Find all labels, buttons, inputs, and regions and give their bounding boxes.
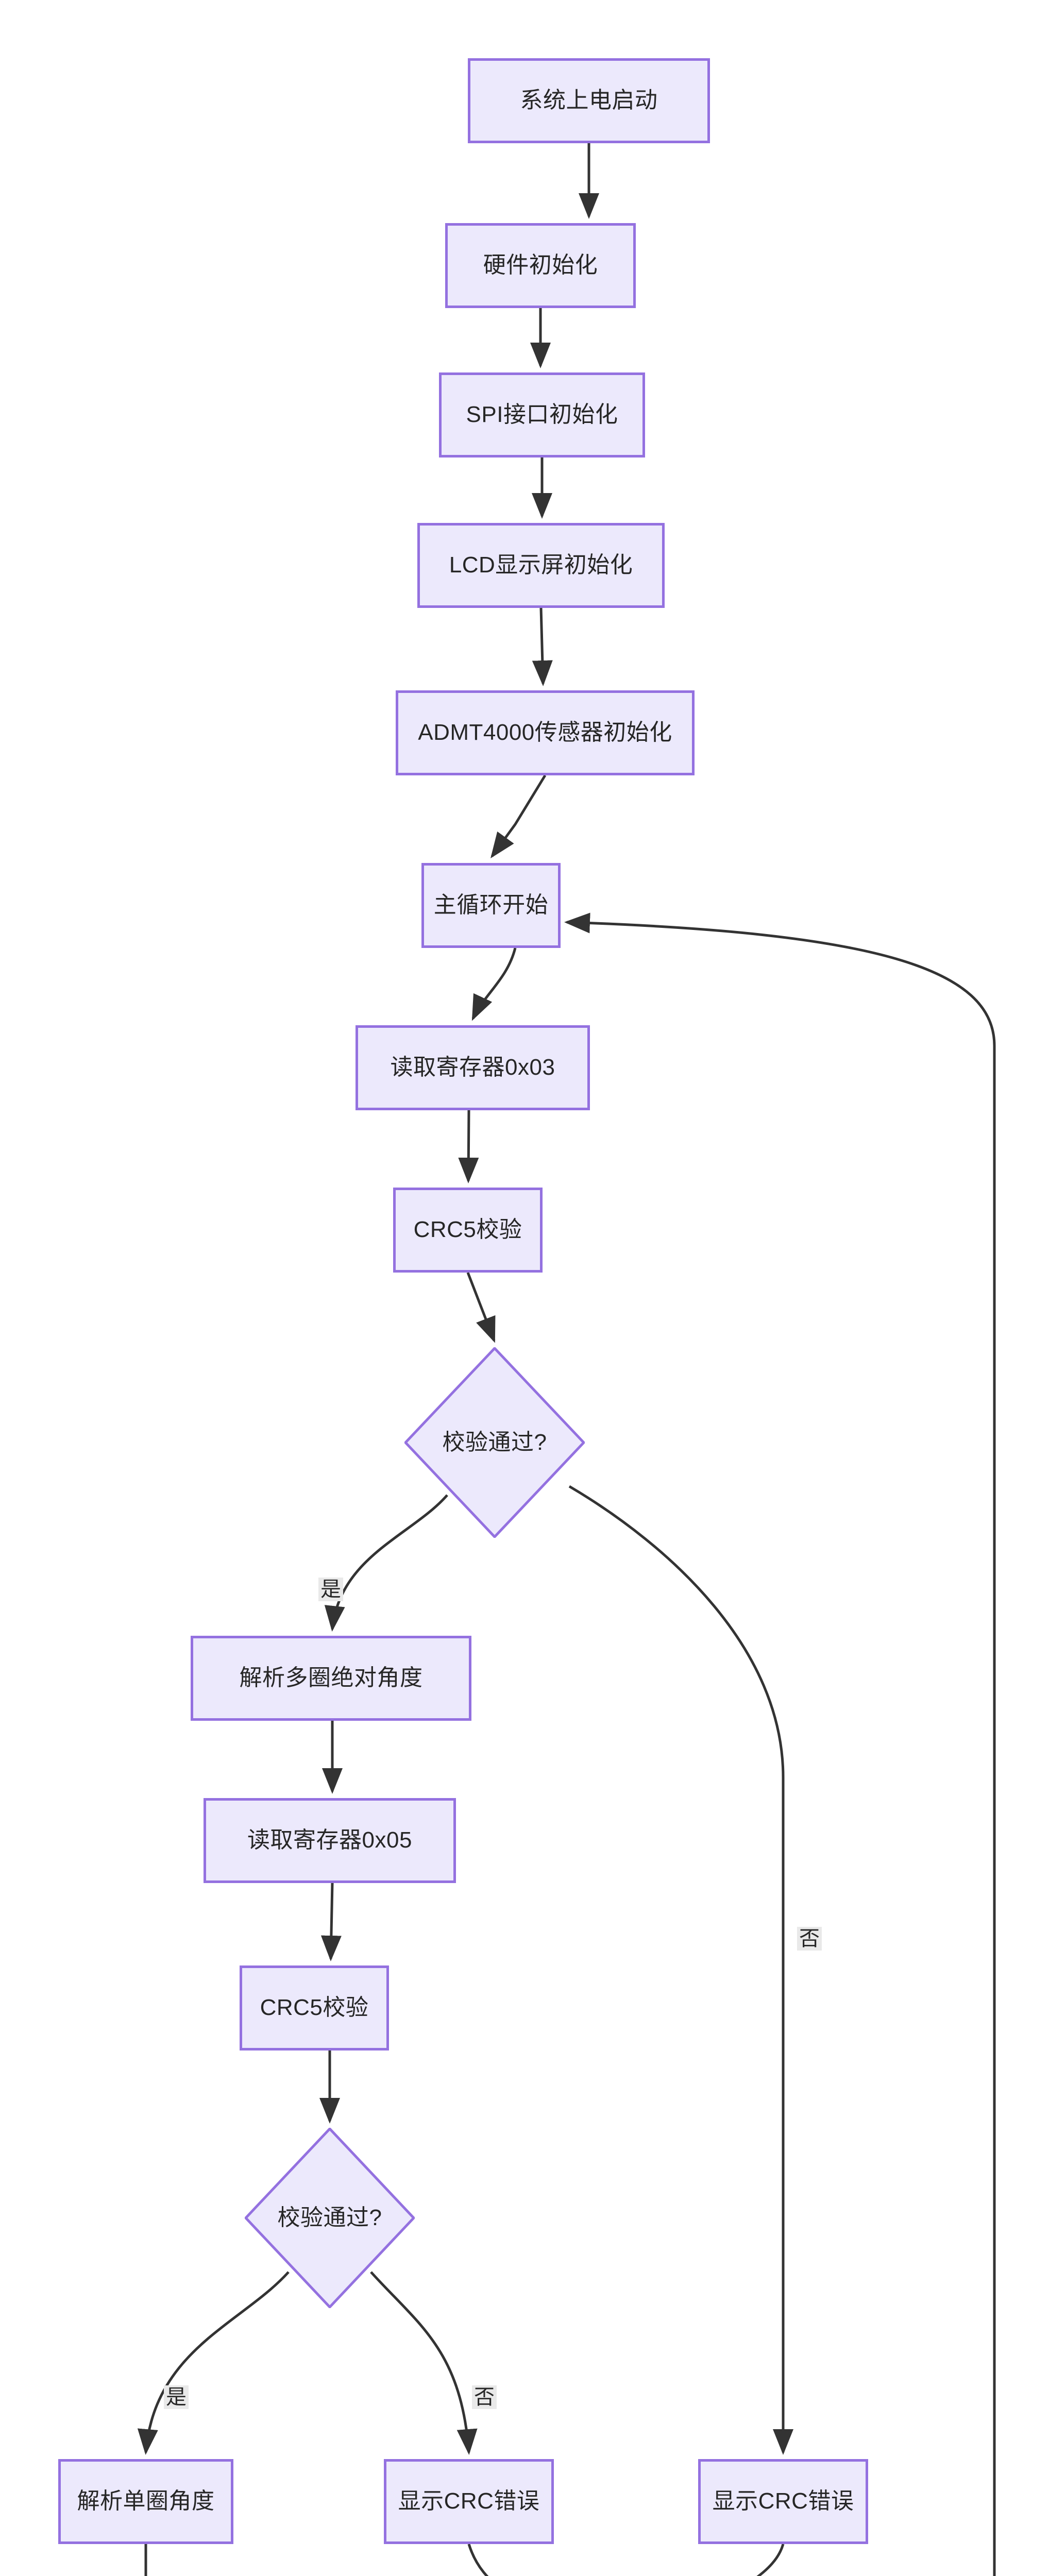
flow-node-label: 校验通过? xyxy=(277,2205,382,2230)
edge-n5-n6 xyxy=(490,774,547,859)
edge-label-lbl3: 是 xyxy=(164,2385,189,2409)
edge-n15-n18 xyxy=(467,2544,489,2576)
edge-n19-n6 xyxy=(564,912,996,2576)
flow-node-n16: 显示CRC错误 xyxy=(698,2459,868,2544)
flow-node-label: 显示CRC错误 xyxy=(398,2488,540,2514)
flow-node-label: 显示CRC错误 xyxy=(712,2488,854,2514)
flow-node-n11: 读取寄存器0x05 xyxy=(204,1798,456,1883)
flow-node-n7: 读取寄存器0x03 xyxy=(356,1025,590,1110)
edge-n9-n16 xyxy=(568,1485,793,2455)
flow-node-label: CRC5校验 xyxy=(413,1217,522,1243)
flow-node-label: 主循环开始 xyxy=(433,892,549,918)
edge-n11-n12 xyxy=(320,1883,342,1961)
flow-node-label: 解析单圈角度 xyxy=(77,2488,215,2514)
flow-node-n13: 校验通过? xyxy=(245,2128,415,2308)
flow-node-label: LCD显示屏初始化 xyxy=(449,552,633,578)
flow-node-n10: 解析多圈绝对角度 xyxy=(191,1636,471,1721)
edge-n4-n5 xyxy=(532,607,553,686)
flow-node-label: 系统上电启动 xyxy=(520,88,658,113)
flow-node-label: ADMT4000传感器初始化 xyxy=(418,720,672,745)
flow-node-label: 硬件初始化 xyxy=(483,252,598,278)
edge-n6-n7 xyxy=(471,947,517,1021)
flow-node-label: SPI接口初始化 xyxy=(466,402,618,428)
edge-n8-n9 xyxy=(466,1272,496,1343)
flow-node-n15: 显示CRC错误 xyxy=(384,2459,554,2544)
diamond-shape xyxy=(245,2128,415,2308)
flow-node-n1: 系统上电启动 xyxy=(468,58,710,143)
flow-node-label: CRC5校验 xyxy=(260,1995,369,2021)
flow-node-n5: ADMT4000传感器初始化 xyxy=(396,690,695,775)
flow-node-label: 校验通过? xyxy=(442,1429,547,1455)
flow-node-n12: CRC5校验 xyxy=(240,1965,389,2050)
flow-node-label: 读取寄存器0x05 xyxy=(247,1827,412,1853)
flow-node-n14: 解析单圈角度 xyxy=(58,2459,233,2544)
edge-label-lbl2: 否 xyxy=(797,1927,822,1951)
flow-node-label: 解析多圈绝对角度 xyxy=(239,1665,423,1691)
edge-n16-n18 xyxy=(756,2544,785,2576)
flow-node-n3: SPI接口初始化 xyxy=(439,372,645,457)
flow-node-label: 读取寄存器0x03 xyxy=(390,1055,555,1080)
flow-node-n2: 硬件初始化 xyxy=(445,223,636,308)
edge-label-lbl1: 是 xyxy=(318,1578,343,1601)
flow-node-n6: 主循环开始 xyxy=(421,863,561,948)
edge-label-lbl4: 否 xyxy=(472,2385,497,2409)
flow-node-n8: CRC5校验 xyxy=(393,1188,543,1273)
flow-node-n9: 校验通过? xyxy=(404,1347,585,1538)
diamond-shape xyxy=(404,1347,585,1538)
flow-node-n4: LCD显示屏初始化 xyxy=(417,523,665,608)
edge-n7-n8 xyxy=(458,1110,479,1183)
